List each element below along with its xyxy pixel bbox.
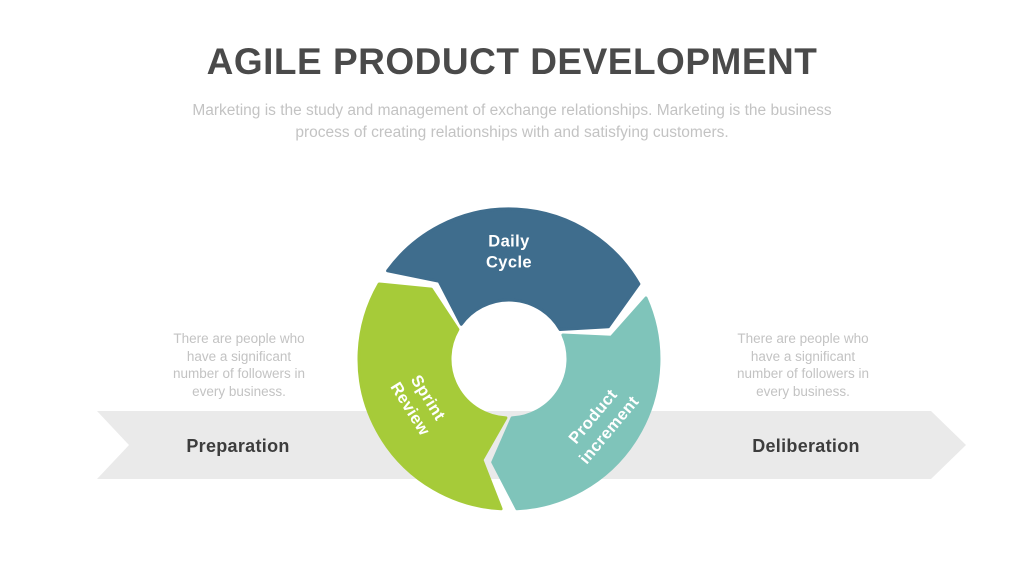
- left-note: There are people who have a significant …: [172, 331, 306, 399]
- cycle-segment-daily-cycle: [386, 207, 641, 331]
- cycle-segment-product-increment: [491, 296, 661, 511]
- cycle-segment-sprint-review: [357, 282, 508, 511]
- page-subtitle: Marketing is the study and management of…: [192, 102, 832, 141]
- preparation-label: Preparation: [186, 436, 290, 456]
- page-title: AGILE PRODUCT DEVELOPMENT: [206, 41, 818, 82]
- deliberation-label: Deliberation: [752, 436, 860, 456]
- daily-cycle-label: Daily Cycle: [485, 232, 533, 272]
- right-note: There are people who have a significant …: [736, 331, 870, 399]
